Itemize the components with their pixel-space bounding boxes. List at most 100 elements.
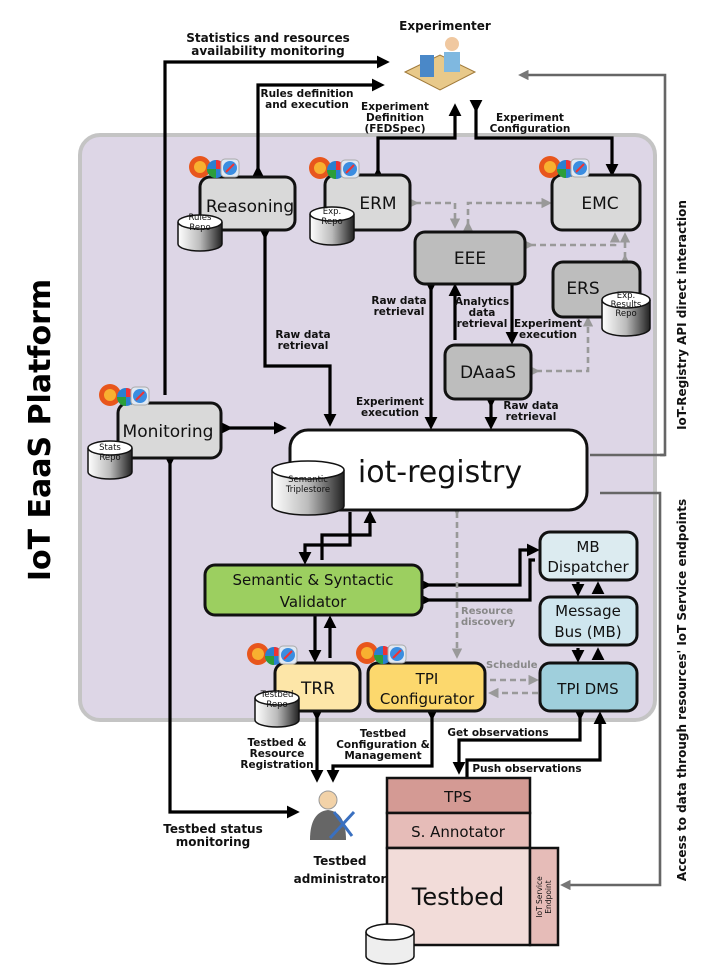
gray-arrows (518, 69, 667, 891)
tpi-configurator-component[interactable]: TPI Configurator (366, 661, 487, 713)
svg-text:Experiment: Experiment (496, 112, 564, 124)
validator-label: Validator (280, 593, 347, 611)
exp-repo-icon: Exp.Repo (309, 206, 355, 246)
endpoint-label: Endpoint (544, 880, 553, 913)
tps-label: TPS (443, 788, 472, 806)
svg-text:Exp.: Exp. (617, 291, 636, 301)
svg-text:execution: execution (519, 329, 577, 341)
iot-service-endpoint[interactable] (528, 846, 560, 947)
testbed-db-icon (365, 923, 415, 965)
annotator-label: S. Annotator (411, 823, 506, 841)
svg-text:Testbed: Testbed (260, 690, 294, 700)
svg-text:retrieval: retrieval (278, 340, 329, 352)
monitoring-component[interactable]: Monitoring (116, 401, 223, 460)
testbed-label: Testbed (411, 883, 505, 911)
svg-text:Rules definition: Rules definition (261, 88, 354, 100)
mb-dispatcher-label: Dispatcher (547, 558, 629, 576)
svg-text:Repo: Repo (321, 217, 342, 227)
erm-label: ERM (359, 194, 396, 214)
admin-label: Testbed (314, 854, 367, 868)
svg-text:Push observations: Push observations (472, 763, 581, 775)
mb-dispatcher-label: MB (576, 538, 599, 556)
svg-text:(FEDSpec): (FEDSpec) (364, 123, 425, 135)
svg-text:retrieval: retrieval (506, 411, 557, 423)
eee-component[interactable]: EEE (413, 230, 527, 286)
iot-registry-component[interactable]: iot-registry (288, 428, 589, 512)
svg-text:Analytics: Analytics (455, 296, 509, 308)
svg-text:Configuration: Configuration (490, 123, 571, 135)
tpi-dms-component[interactable]: TPI DMS (538, 661, 639, 713)
validator-component[interactable]: Semantic & Syntactic Validator (203, 563, 424, 617)
svg-text:Management: Management (344, 750, 421, 762)
svg-text:Access to data through resourc: Access to data through resources' IoT Se… (675, 499, 689, 881)
mb-dispatcher-component[interactable]: MB Dispatcher (538, 530, 639, 582)
eee-label: EEE (454, 249, 486, 269)
reasoning-label: Reasoning (206, 197, 294, 217)
svg-text:Definition: Definition (366, 112, 424, 124)
svg-text:Resource: Resource (461, 606, 513, 617)
svg-text:availability monitoring: availability monitoring (191, 44, 345, 58)
svg-text:Triplestore: Triplestore (285, 485, 330, 495)
svg-text:IoT-Registry API direct intera: IoT-Registry API direct interaction (675, 200, 689, 430)
svg-text:Repo: Repo (99, 453, 120, 463)
reasoning-component[interactable]: Reasoning (198, 175, 297, 232)
testbed-component[interactable] (385, 846, 532, 947)
validator-label: Semantic & Syntactic (232, 571, 393, 589)
svg-text:Exp.: Exp. (323, 207, 342, 217)
svg-text:Experiment: Experiment (356, 396, 424, 408)
tpi-configurator-label: TPI (415, 670, 439, 688)
svg-text:Testbed: Testbed (360, 728, 406, 740)
testbed-administrator-icon (310, 790, 356, 840)
svg-text:Semantic: Semantic (288, 475, 328, 485)
svg-text:Rules: Rules (189, 213, 213, 223)
svg-text:retrieval: retrieval (374, 306, 425, 318)
svg-text:Repo: Repo (266, 700, 287, 710)
experimenter-icon (403, 37, 477, 91)
ers-label: ERS (566, 279, 599, 299)
svg-text:data: data (469, 307, 496, 319)
svg-text:Raw data: Raw data (503, 400, 558, 412)
svg-text:Raw data: Raw data (371, 295, 426, 307)
emc-label: EMC (581, 194, 618, 214)
svg-text:and execution: and execution (265, 99, 349, 111)
dashed-arrows (408, 197, 631, 699)
svg-text:retrieval: retrieval (457, 318, 508, 330)
svg-text:Stats: Stats (99, 443, 121, 453)
svg-text:Schedule: Schedule (486, 660, 538, 671)
svg-text:Repo: Repo (615, 309, 636, 319)
message-bus-component[interactable]: Message Bus (MB) (538, 595, 639, 647)
daaas-label: DAaaS (460, 363, 516, 383)
svg-text:execution: execution (361, 407, 419, 419)
daaas-component[interactable]: DAaaS (443, 343, 533, 401)
svg-text:Get observations: Get observations (447, 727, 548, 739)
platform-title: IoT EaaS Platform (23, 279, 58, 581)
svg-text:Registration: Registration (240, 759, 313, 771)
experimenter-label: Experimenter (399, 19, 491, 33)
iot-registry-label: iot-registry (358, 455, 522, 490)
svg-text:Experiment: Experiment (361, 101, 429, 113)
svg-text:monitoring: monitoring (176, 835, 251, 849)
monitoring-label: Monitoring (123, 422, 214, 442)
svg-text:Statistics and resources: Statistics and resources (186, 31, 349, 45)
message-bus-label: Bus (MB) (554, 623, 621, 641)
svg-text:Results: Results (611, 300, 642, 310)
endpoint-label: IoT Service (535, 876, 544, 918)
emc-component[interactable]: EMC (550, 173, 642, 232)
svg-text:Testbed &: Testbed & (247, 737, 306, 749)
message-bus-label: Message (555, 602, 621, 620)
svg-text:discovery: discovery (461, 617, 516, 628)
testbed-stack: TPS S. Annotator Testbed IoT Service End… (385, 776, 560, 947)
black-arrows (163, 55, 619, 819)
svg-text:Raw data: Raw data (275, 329, 330, 341)
svg-text:Resource: Resource (250, 748, 305, 760)
trr-label: TRR (300, 679, 335, 699)
svg-text:Repo: Repo (189, 223, 210, 233)
svg-text:Experiment: Experiment (514, 318, 582, 330)
svg-text:Testbed status: Testbed status (163, 822, 263, 836)
